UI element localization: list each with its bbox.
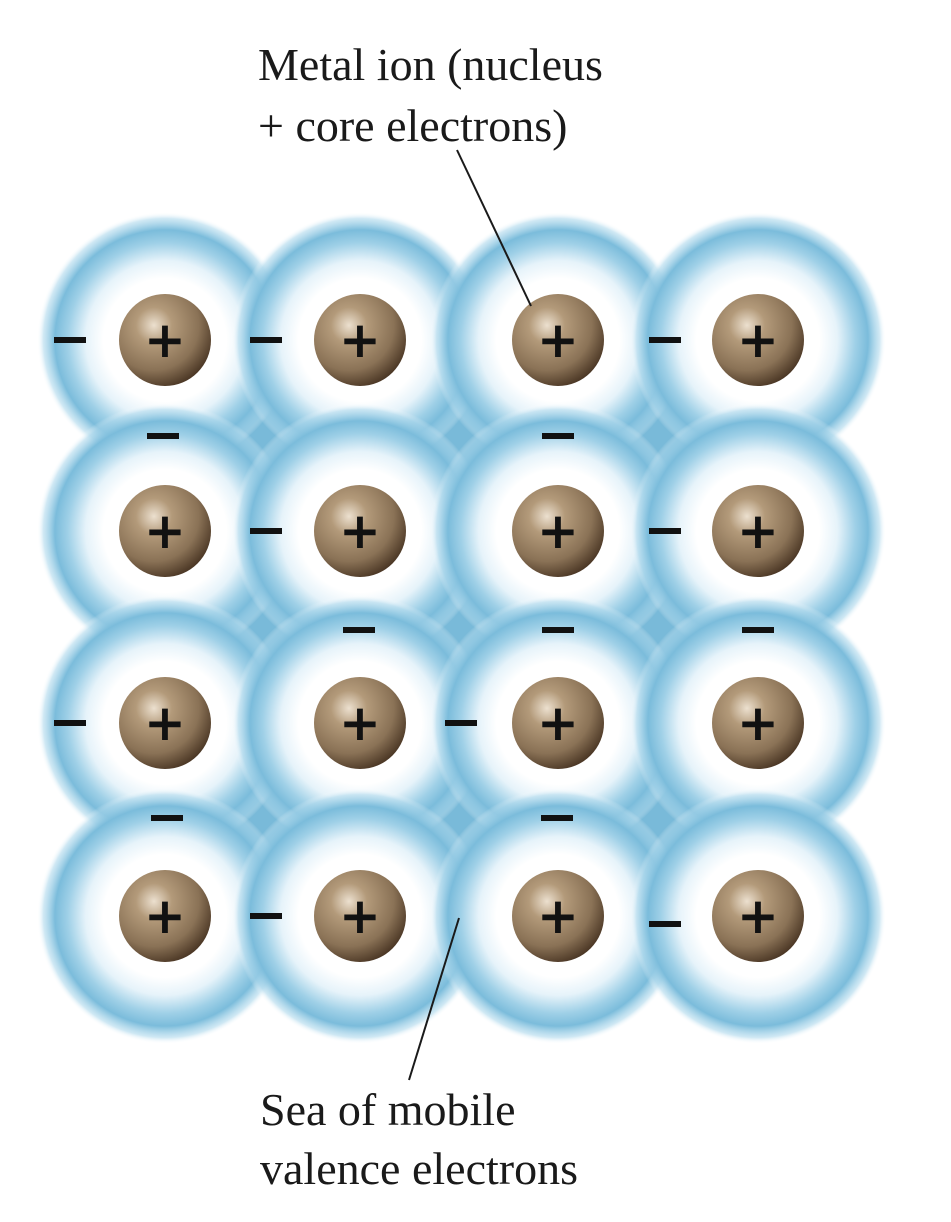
- electron-minus-sign: [542, 627, 574, 633]
- metal-ion: +: [512, 294, 604, 386]
- metal-ion: +: [314, 677, 406, 769]
- electron-minus-sign: [542, 433, 574, 439]
- ion-sphere: [119, 485, 211, 577]
- ion-sphere: [119, 677, 211, 769]
- ion-plus-sign: +: [339, 502, 381, 560]
- ion-sphere: [119, 870, 211, 962]
- valence-electron-layer: [54, 337, 774, 927]
- ion-plus-sign: +: [144, 502, 186, 560]
- metal-ion: +: [314, 870, 406, 962]
- electron-minus-sign: [250, 337, 282, 343]
- ion-plus-sign: +: [737, 311, 779, 369]
- electron-minus-sign: [649, 337, 681, 343]
- metal-ion: +: [712, 294, 804, 386]
- ion-sphere: [512, 677, 604, 769]
- electron-minus-sign: [649, 528, 681, 534]
- ion-sphere: [512, 294, 604, 386]
- metal-ion: +: [119, 677, 211, 769]
- metal-ion: +: [314, 485, 406, 577]
- ion-plus-sign: +: [537, 694, 579, 752]
- ion-halo-layer: [37, 212, 886, 1044]
- metal-ion: +: [712, 485, 804, 577]
- electron-sea: [165, 340, 759, 916]
- ion-sphere: [512, 485, 604, 577]
- ion-sphere: [712, 870, 804, 962]
- electron-minus-sign: [147, 433, 179, 439]
- ion-plus-sign: +: [339, 694, 381, 752]
- ion-plus-sign: +: [144, 694, 186, 752]
- ion-plus-sign: +: [339, 887, 381, 945]
- ion-sphere: [119, 294, 211, 386]
- metal-ion: +: [712, 870, 804, 962]
- ion-sphere: [314, 485, 406, 577]
- metal-ion-label-line1: Metal ion (nucleus: [258, 39, 603, 90]
- ion-sphere: [512, 870, 604, 962]
- ion-sphere: [314, 294, 406, 386]
- electron-minus-sign: [250, 913, 282, 919]
- ion-sphere: [712, 294, 804, 386]
- metal-ion: +: [119, 870, 211, 962]
- metal-ion: +: [119, 294, 211, 386]
- metal-ion: +: [712, 677, 804, 769]
- ion-plus-sign: +: [339, 311, 381, 369]
- ion-plus-sign: +: [537, 887, 579, 945]
- ion-sphere: [314, 870, 406, 962]
- electron-minus-sign: [541, 815, 573, 821]
- sea-leader-line: [408, 917, 460, 1081]
- electron-minus-sign: [151, 815, 183, 821]
- electron-minus-sign: [445, 720, 477, 726]
- sea-label-line1: Sea of mobile: [260, 1084, 516, 1135]
- ion-sphere: [314, 677, 406, 769]
- metal-ion: +: [512, 677, 604, 769]
- ion-plus-sign: +: [537, 502, 579, 560]
- electron-minus-sign: [343, 627, 375, 633]
- electron-minus-sign: [250, 528, 282, 534]
- metal-ion-layer: + + + + + + + + + + + + + + + +: [119, 294, 804, 962]
- metal-ion: +: [512, 870, 604, 962]
- metal-ion: +: [314, 294, 406, 386]
- ion-plus-sign: +: [737, 502, 779, 560]
- ion-plus-sign: +: [737, 694, 779, 752]
- electron-minus-sign: [54, 720, 86, 726]
- metal-ion-label-line2: + core electrons): [258, 100, 567, 151]
- sea-label-line2: valence electrons: [260, 1143, 578, 1194]
- ion-plus-sign: +: [144, 311, 186, 369]
- ion-plus-sign: +: [144, 887, 186, 945]
- ion-sphere: [712, 485, 804, 577]
- metal-ion-leader-line: [456, 149, 532, 307]
- metal-ion: +: [512, 485, 604, 577]
- metal-ion: +: [119, 485, 211, 577]
- ion-plus-sign: +: [737, 887, 779, 945]
- electron-minus-sign: [649, 921, 681, 927]
- ion-plus-sign: +: [537, 311, 579, 369]
- ion-sphere: [712, 677, 804, 769]
- electron-minus-sign: [54, 337, 86, 343]
- electron-minus-sign: [742, 627, 774, 633]
